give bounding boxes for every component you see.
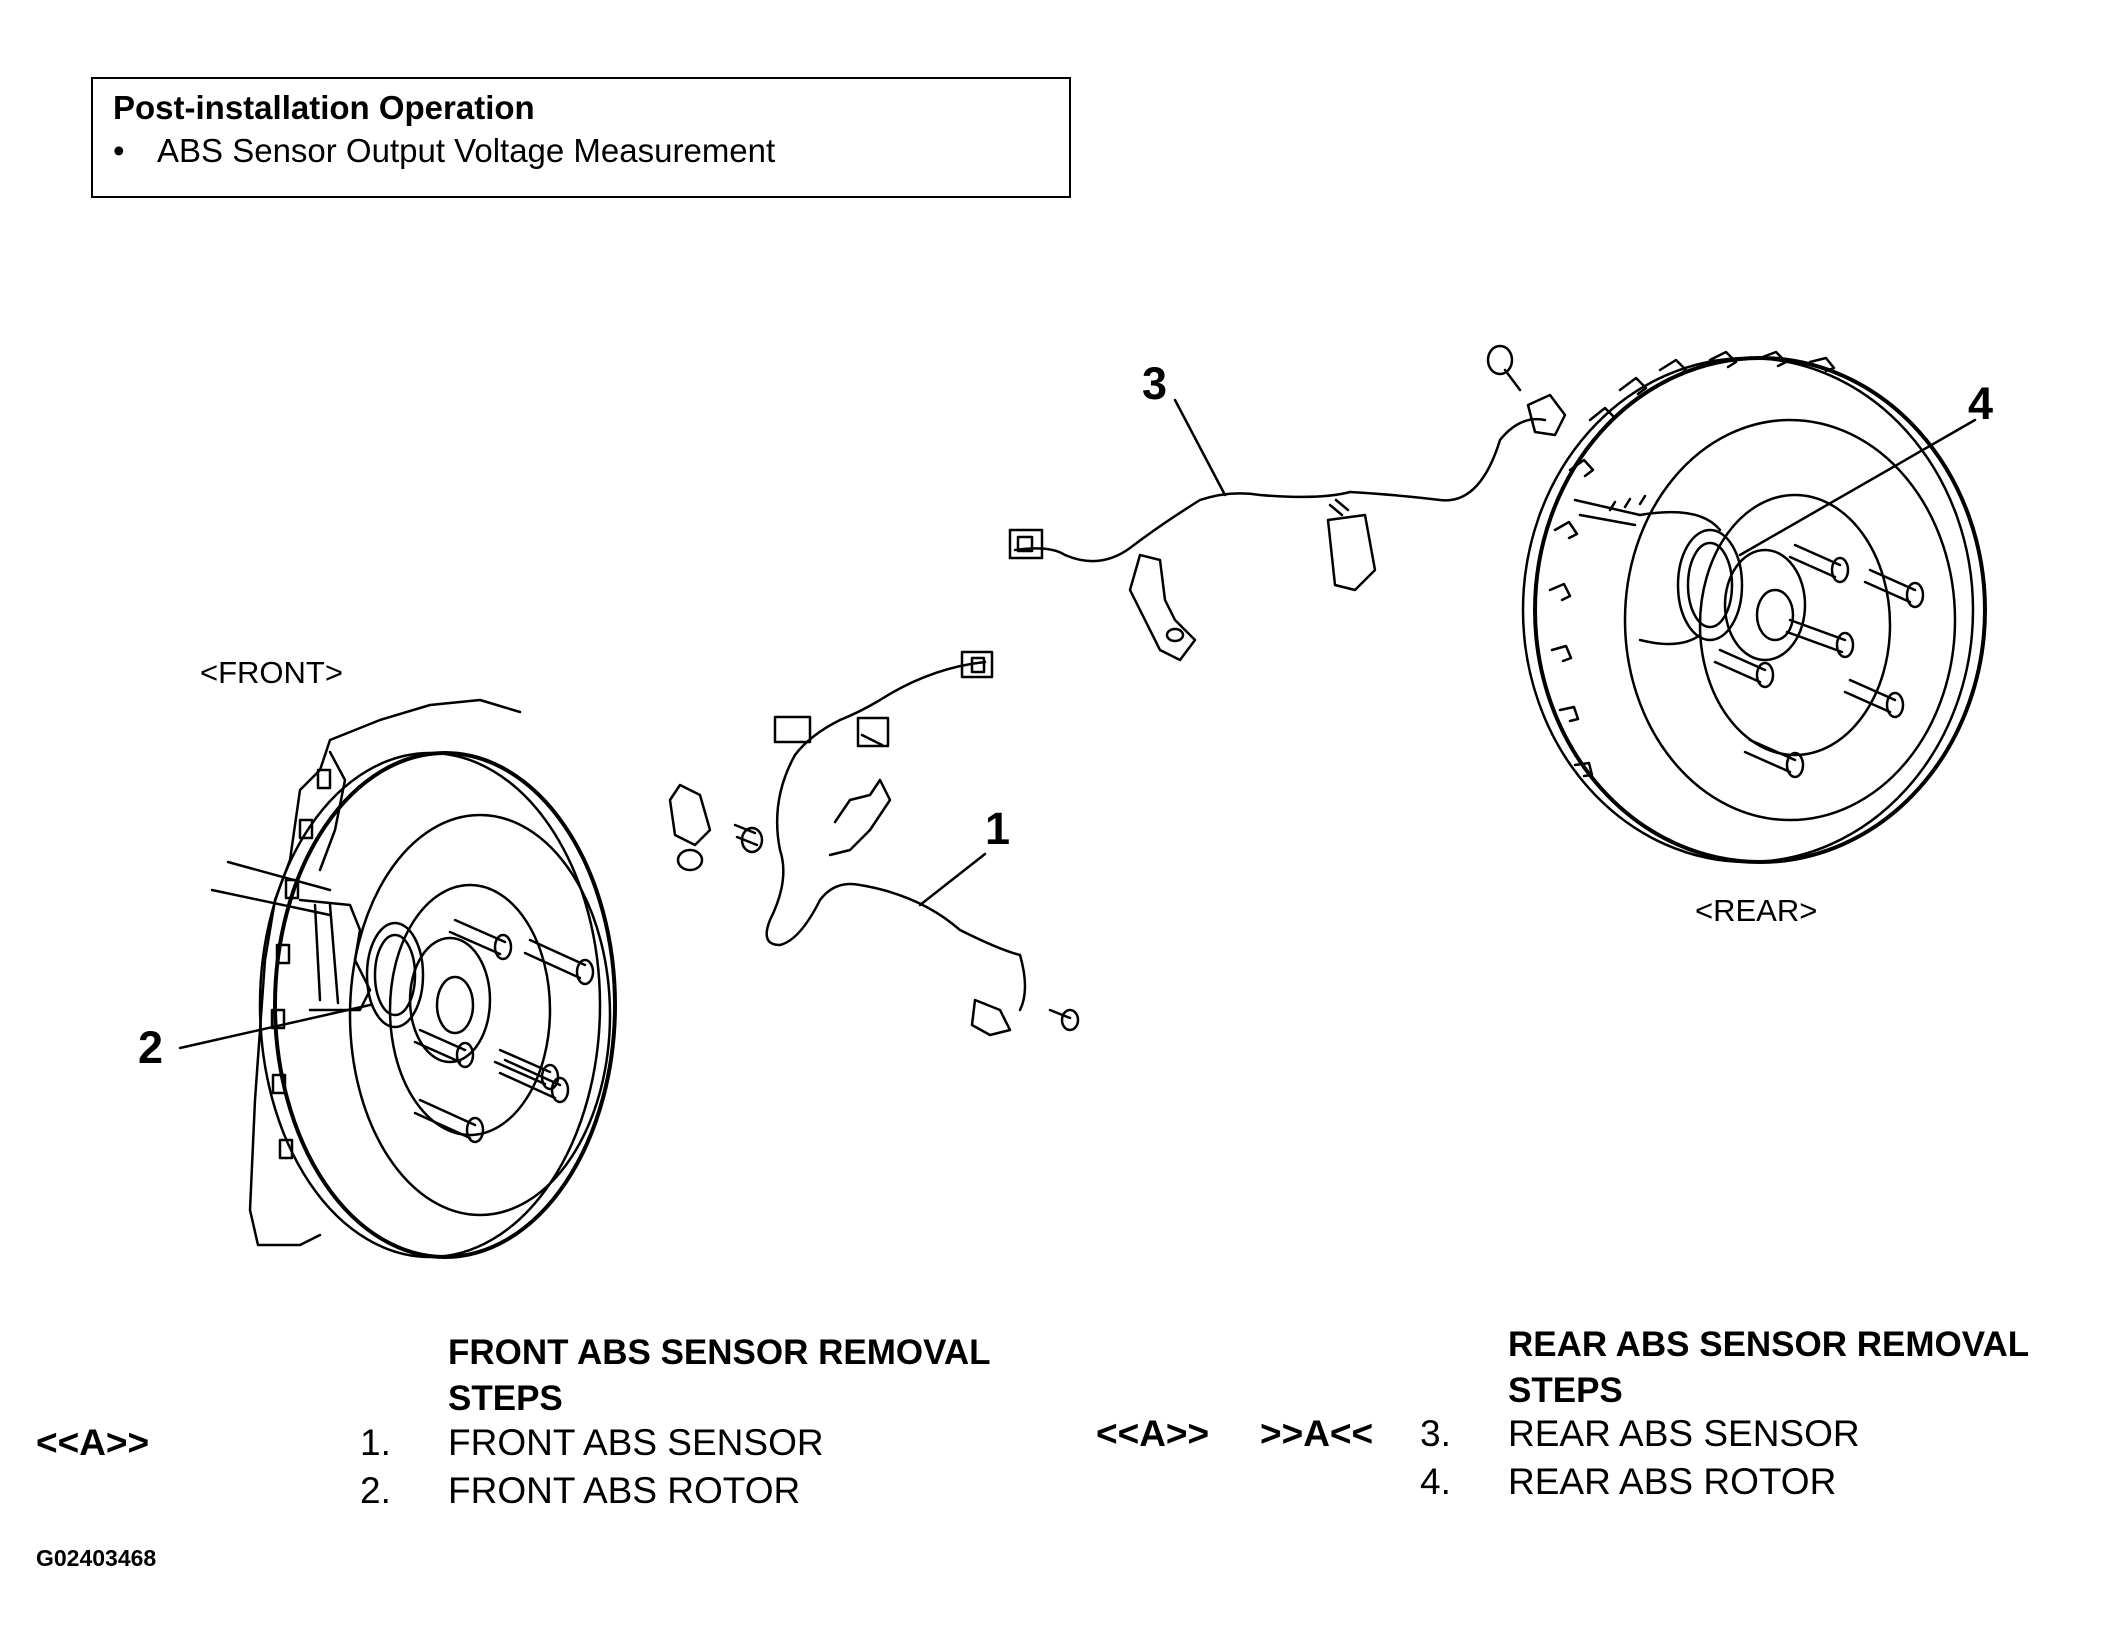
- bullet: •: [113, 132, 125, 169]
- rear-steps-heading-line1: REAR ABS SENSOR REMOVAL: [1508, 1325, 2030, 1364]
- rear-step-4-num: 4.: [1420, 1461, 1451, 1502]
- callout-3: 3: [1142, 358, 1168, 409]
- front-steps-heading-line2: STEPS: [448, 1379, 563, 1418]
- front-abs-sensor-harness: [668, 650, 1080, 1037]
- rear-step-4-label: REAR ABS ROTOR: [1508, 1461, 1837, 1502]
- rear-step-3-num: 3.: [1420, 1413, 1451, 1454]
- post-installation-item: • ABS Sensor Output Voltage Measurement: [113, 132, 775, 170]
- callout-4: 4: [1968, 378, 1994, 429]
- post-installation-item-text: ABS Sensor Output Voltage Measurement: [157, 132, 776, 169]
- rear-label: <REAR>: [1695, 893, 1818, 928]
- leader-line-3: [1173, 398, 1227, 497]
- leader-line-4: [1738, 418, 1977, 557]
- front-brake-disc-assembly: [210, 698, 617, 1259]
- front-step-1-num: 1.: [360, 1422, 391, 1463]
- callout-1: 1: [985, 803, 1011, 854]
- rear-abs-sensor-harness: [1008, 344, 1567, 662]
- leader-line-2: [178, 1003, 372, 1050]
- rear-steps-heading: REAR ABS SENSOR REMOVAL STEPS: [1508, 1322, 2029, 1414]
- front-step-2-num: 2.: [360, 1470, 391, 1511]
- rear-step-removal-code: <<A>>: [1096, 1413, 1210, 1454]
- rear-step-install-code: >>A<<: [1260, 1413, 1374, 1454]
- rear-brake-disc-assembly: [1521, 350, 1987, 864]
- leader-line-1: [918, 852, 987, 907]
- front-steps-heading: FRONT ABS SENSOR REMOVAL STEPS: [448, 1330, 991, 1422]
- callout-2: 2: [138, 1022, 164, 1073]
- front-step-code: <<A>>: [36, 1422, 150, 1463]
- front-step-1-label: FRONT ABS SENSOR: [448, 1422, 824, 1463]
- post-installation-box: Post-installation Operation • ABS Sensor …: [91, 77, 1071, 198]
- front-steps-heading-line1: FRONT ABS SENSOR REMOVAL: [448, 1333, 991, 1372]
- rear-steps-heading-line2: STEPS: [1508, 1371, 1623, 1410]
- front-label: <FRONT>: [200, 655, 343, 690]
- rear-step-3-label: REAR ABS SENSOR: [1508, 1413, 1860, 1454]
- figure-id: G02403468: [36, 1545, 157, 1571]
- post-installation-title: Post-installation Operation: [113, 89, 535, 126]
- front-step-2-label: FRONT ABS ROTOR: [448, 1470, 801, 1511]
